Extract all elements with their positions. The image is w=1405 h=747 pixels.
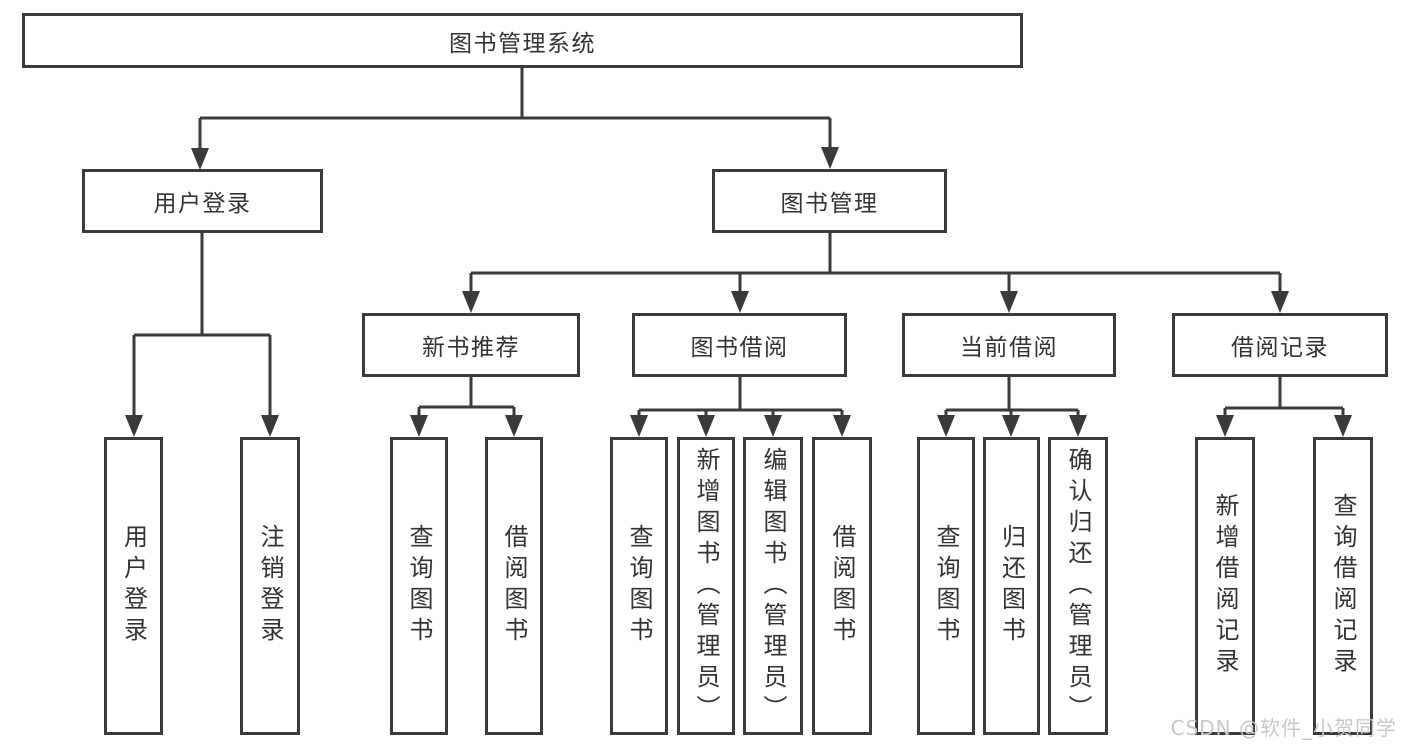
leaf-logout: 注销登录 xyxy=(240,437,300,735)
leaf-return-book: 归还图书 xyxy=(983,437,1040,735)
arrow-icon xyxy=(630,415,648,437)
stem-root-to-level2 xyxy=(198,68,832,158)
stem-borrow-record-children xyxy=(1223,377,1345,425)
node-book-borrow: 图书借阅 xyxy=(632,313,847,377)
node-book-management-branch: 图书管理 xyxy=(712,169,947,233)
stem-new-book-children xyxy=(417,377,516,425)
arrow-icon xyxy=(937,415,955,437)
node-user-login-branch: 用户登录 xyxy=(82,169,323,233)
node-current-borrow: 当前借阅 xyxy=(902,313,1116,377)
arrow-icon xyxy=(764,415,782,437)
leaf-query-books-recommend: 查询图书 xyxy=(390,437,448,735)
node-root-system: 图书管理系统 xyxy=(22,13,1023,68)
arrow-icon xyxy=(261,415,279,437)
arrow-icon xyxy=(1216,415,1234,437)
stem-user-login-children xyxy=(132,233,272,425)
leaf-borrow-books-recommend: 借阅图书 xyxy=(485,437,543,735)
leaf-user-login: 用户登录 xyxy=(104,437,163,735)
arrow-icon xyxy=(1000,291,1018,313)
leaf-query-borrow-record: 查询借阅记录 xyxy=(1313,437,1373,735)
leaf-edit-book-admin: 编辑图书（管理员） xyxy=(743,437,803,735)
arrowheads xyxy=(125,147,1352,437)
leaf-add-borrow-record: 新增借阅记录 xyxy=(1195,437,1255,735)
connector-stems xyxy=(132,68,1345,425)
arrow-icon xyxy=(462,291,480,313)
leaf-add-book-admin: 新增图书（管理员） xyxy=(677,437,735,735)
arrow-icon xyxy=(833,415,851,437)
arrow-icon xyxy=(1069,415,1087,437)
arrow-icon xyxy=(191,148,209,170)
arrow-icon xyxy=(410,415,428,437)
arrow-icon xyxy=(505,415,523,437)
leaf-confirm-return-admin: 确认归还（管理员） xyxy=(1048,437,1108,735)
leaf-query-books-borrow: 查询图书 xyxy=(610,437,668,735)
stem-book-management-children xyxy=(469,233,1282,301)
watermark: CSDN @软件_小贺同学 xyxy=(1170,716,1397,740)
leaf-borrow-books: 借阅图书 xyxy=(812,437,872,735)
arrow-icon xyxy=(1271,291,1289,313)
stem-book-borrow-children xyxy=(637,377,844,425)
node-new-book-recommend: 新书推荐 xyxy=(362,313,580,377)
arrow-icon xyxy=(125,415,143,437)
arrow-icon xyxy=(697,415,715,437)
leaf-query-books-current: 查询图书 xyxy=(917,437,975,735)
arrow-icon xyxy=(1002,415,1020,437)
arrow-icon xyxy=(821,147,839,169)
node-borrow-records: 借阅记录 xyxy=(1172,313,1388,377)
arrow-icon xyxy=(1334,415,1352,437)
arrow-icon xyxy=(731,291,749,313)
